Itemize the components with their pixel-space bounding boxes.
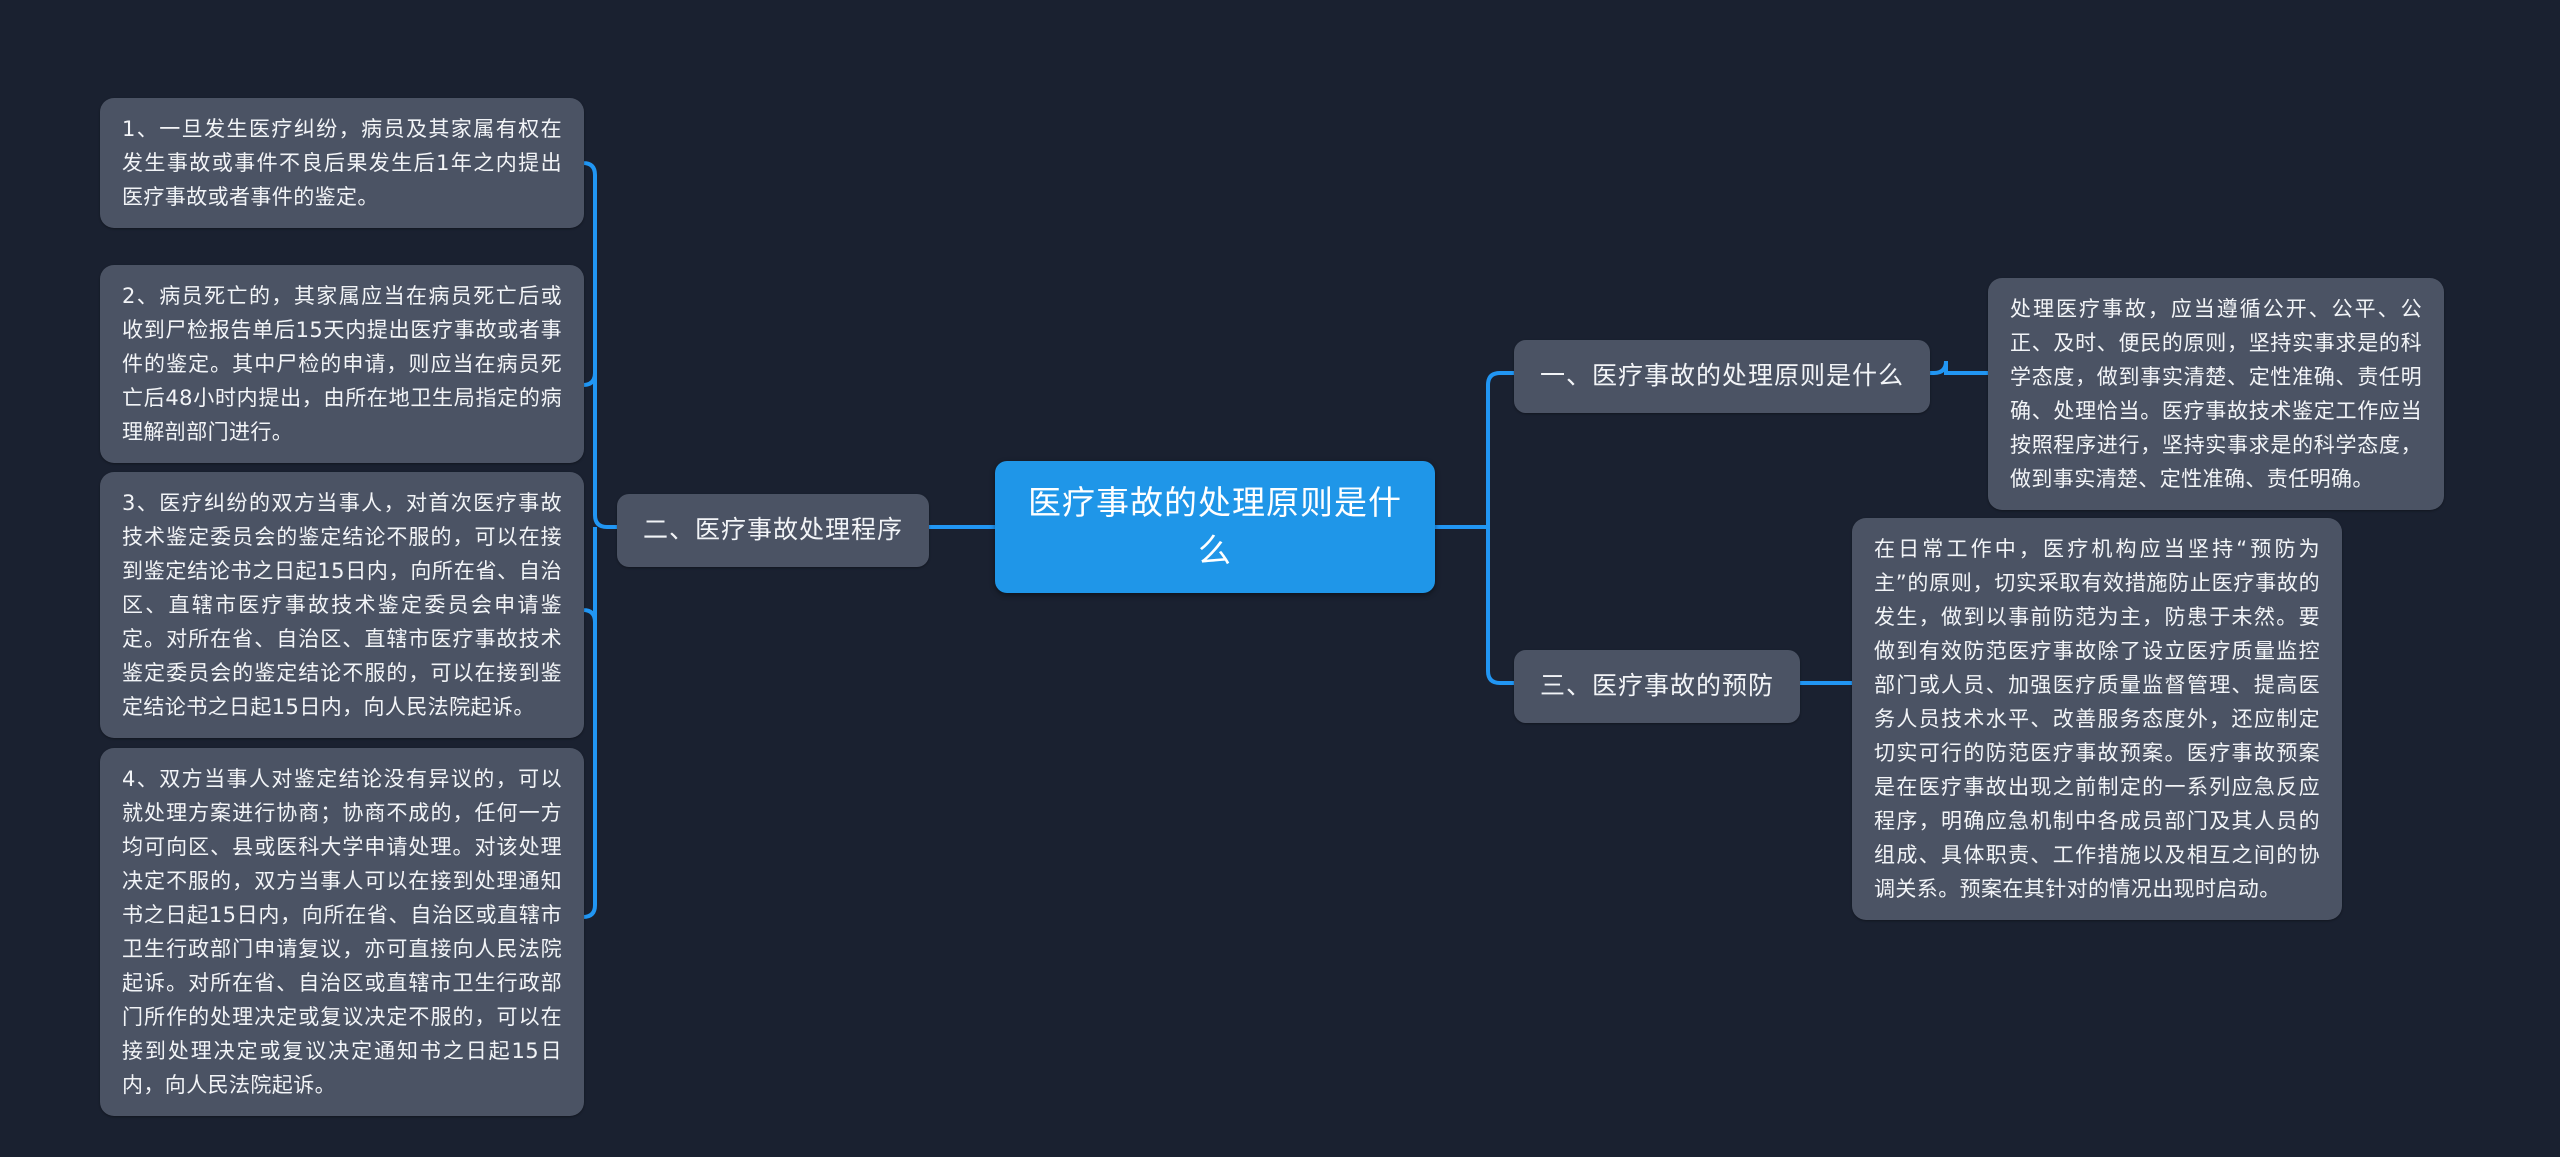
list-item[interactable]: 1、一旦发生医疗纠纷，病员及其家属有权在发生事故或事件不良后果发生后1年之内提出… [100, 98, 584, 229]
watermark-decor [1150, 230, 1171, 293]
leaf-text: 3、医疗纠纷的双方当事人，对首次医疗事故技术鉴定委员会的鉴定结论不服的，可以在接… [122, 491, 562, 720]
branch-node-principles[interactable]: 一、医疗事故的处理原则是什么 [1514, 340, 1931, 413]
list-item[interactable]: 2、病员死亡的，其家属应当在病员死亡后或收到尸检报告单后15天内提出医疗事故或者… [100, 265, 584, 464]
center-topic-node[interactable]: 医疗事故的处理原则是什么 [995, 461, 1435, 593]
list-item[interactable]: 处理医疗事故，应当遵循公开、公平、公正、及时、便民的原则，坚持实事求是的科学态度… [1988, 278, 2444, 511]
branch-label: 一、医疗事故的处理原则是什么 [1540, 361, 1905, 390]
list-item[interactable]: 在日常工作中，医疗机构应当坚持“预防为主”的原则，切实采取有效措施防止医疗事故的… [1852, 518, 2342, 921]
branch-node-prevention[interactable]: 三、医疗事故的预防 [1514, 650, 1801, 723]
branch-label: 三、医疗事故的预防 [1540, 671, 1775, 700]
branch-node-procedure[interactable]: 二、医疗事故处理程序 [617, 494, 930, 567]
list-item[interactable]: 4、双方当事人对鉴定结论没有异议的，可以就处理方案进行协商；协商不成的，任何一方… [100, 748, 584, 1117]
page-title: 医疗事故的处理原则是什么 [1028, 483, 1402, 570]
list-item[interactable]: 3、医疗纠纷的双方当事人，对首次医疗事故技术鉴定委员会的鉴定结论不服的，可以在接… [100, 472, 584, 739]
leaf-text: 4、双方当事人对鉴定结论没有异议的，可以就处理方案进行协商；协商不成的，任何一方… [122, 767, 562, 1098]
branch-label: 二、医疗事故处理程序 [643, 515, 904, 544]
leaf-text: 2、病员死亡的，其家属应当在病员死亡后或收到尸检报告单后15天内提出医疗事故或者… [122, 284, 562, 445]
leaf-text: 1、一旦发生医疗纠纷，病员及其家属有权在发生事故或事件不良后果发生后1年之内提出… [122, 117, 562, 210]
leaf-text: 在日常工作中，医疗机构应当坚持“预防为主”的原则，切实采取有效措施防止医疗事故的… [1874, 537, 2320, 902]
leaf-text: 处理医疗事故，应当遵循公开、公平、公正、及时、便民的原则，坚持实事求是的科学态度… [2010, 297, 2422, 492]
